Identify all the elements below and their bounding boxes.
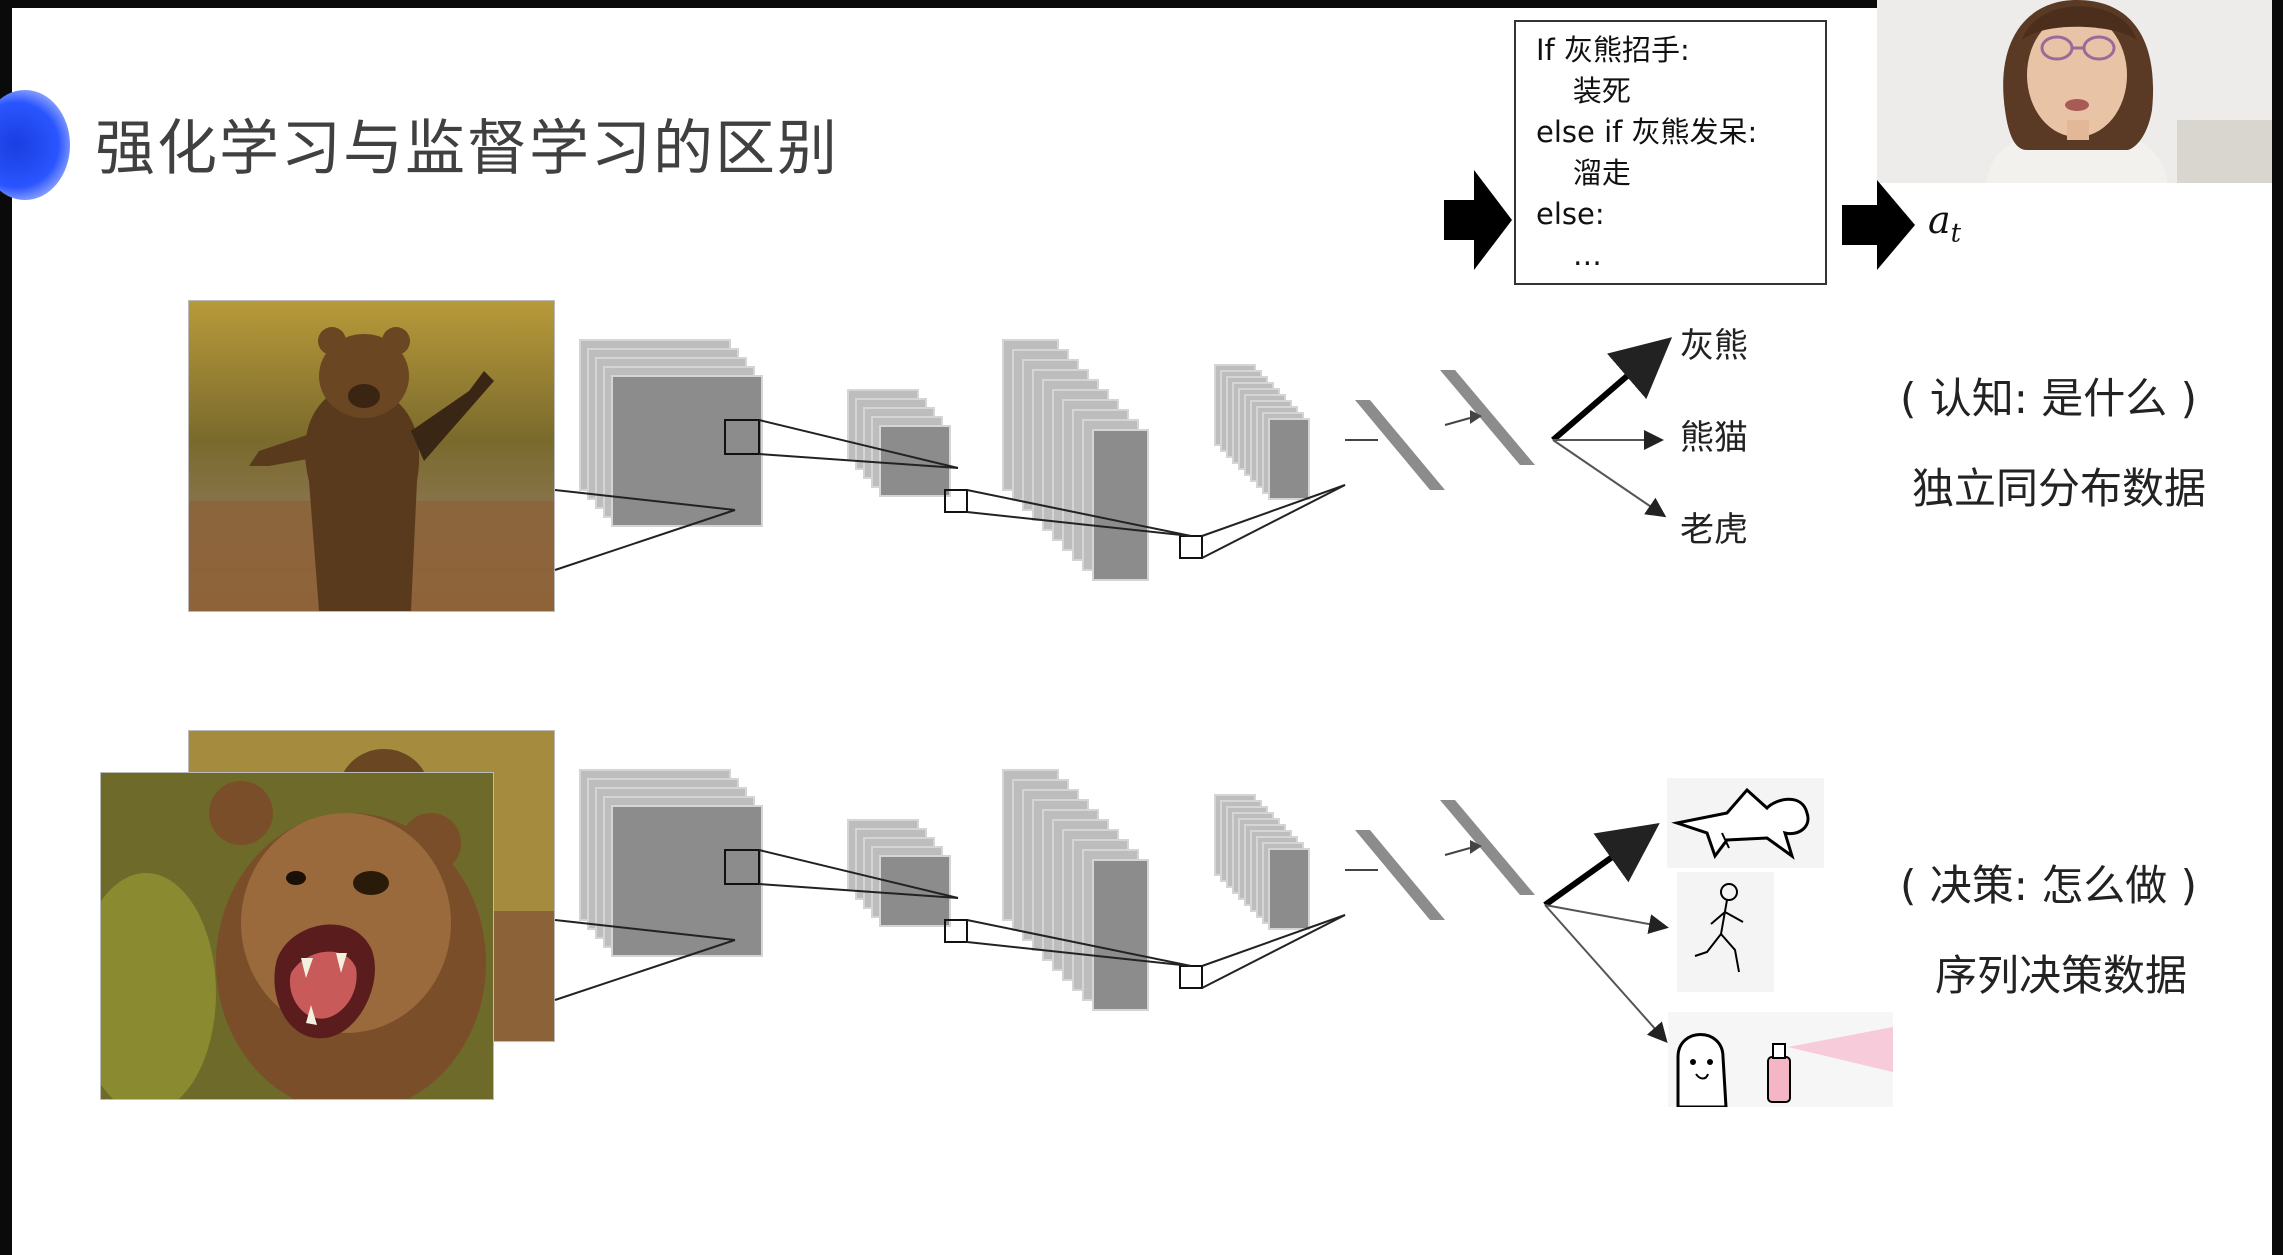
action-symbol: at <box>1928 198 1962 249</box>
run-away-icon <box>1677 872 1774 992</box>
connection-line <box>758 453 959 469</box>
presenter-avatar-icon <box>1877 0 2272 183</box>
connection-line <box>966 919 1192 967</box>
receptive-field-box <box>944 489 968 513</box>
sequential-data-label: 序列决策数据 <box>1935 951 2188 1000</box>
receptive-field-box <box>724 849 760 885</box>
receptive-field-box <box>724 419 760 455</box>
receptive-field-box <box>1179 965 1203 989</box>
grizzly-roaring-photo <box>100 772 494 1100</box>
output-arrows-top <box>1551 337 1673 518</box>
slide-title: 强化学习与监督学习的区别 <box>95 114 839 184</box>
code-line: If 灰熊招手: <box>1536 33 1690 67</box>
cognition-label: ( 认知: 是什么 ) <box>1900 374 2197 423</box>
class-label-panda: 熊猫 <box>1680 418 1748 458</box>
connection-line <box>1201 914 1346 989</box>
connection-line <box>966 489 1192 537</box>
iid-data-label: 独立同分布数据 <box>1912 464 2207 513</box>
connection-line <box>1201 484 1346 559</box>
conv-layer-4 <box>1268 418 1310 500</box>
grizzly-waving-photo <box>188 300 555 612</box>
code-line: else if 灰熊发呆: <box>1536 115 1758 149</box>
conv-layer-1 <box>611 375 763 527</box>
conv-layer-2 <box>879 425 951 497</box>
policy-code-box: If 灰熊招手: 装死 else if 灰熊发呆: 溜走 else: … <box>1514 20 1827 285</box>
connection-line <box>1201 914 1346 967</box>
fc-layer-2 <box>1440 800 1535 895</box>
connection-line <box>758 419 959 469</box>
output-arrow-icon <box>1842 180 1915 270</box>
fc-layer-1 <box>1355 400 1445 490</box>
fc-arrow <box>1444 417 1471 426</box>
play-dead-icon <box>1667 778 1824 868</box>
fc-arrowhead <box>1470 410 1482 424</box>
connection-line <box>554 509 736 571</box>
connection-line <box>758 849 959 899</box>
code-line: 溜走 <box>1536 156 1631 190</box>
conv-layer-3 <box>1092 429 1149 581</box>
code-line: 装死 <box>1536 74 1631 108</box>
spray-icon <box>1668 1012 1893 1107</box>
top-frame-bar <box>0 0 2283 8</box>
fc-layer-1 <box>1355 830 1445 920</box>
class-label-grizzly: 灰熊 <box>1680 326 1748 366</box>
title-bullet-icon <box>0 90 70 200</box>
cnn-diagram-bottom <box>554 769 1535 1011</box>
connection-line <box>554 919 736 941</box>
conv-layer-3 <box>1092 859 1149 1011</box>
connection-line <box>758 883 959 899</box>
connection-line <box>554 939 736 1001</box>
connection-line <box>966 511 1192 537</box>
decision-label: ( 决策: 怎么做 ) <box>1900 861 2197 910</box>
conv-layer-2 <box>879 855 951 927</box>
conv-layer-1 <box>611 805 763 957</box>
class-label-tiger: 老虎 <box>1680 510 1748 550</box>
fc-layer-2 <box>1440 370 1535 465</box>
code-line: … <box>1536 238 1602 272</box>
cnn-diagram-top <box>554 339 1535 581</box>
presenter-webcam <box>1877 0 2272 183</box>
input-arrow-icon <box>1444 170 1512 270</box>
fc-arrow <box>1444 847 1471 856</box>
right-frame-bar <box>2272 0 2283 1255</box>
connection-line <box>1201 484 1346 537</box>
connection-line <box>966 941 1192 967</box>
conv-layer-4 <box>1268 848 1310 930</box>
receptive-field-box <box>944 919 968 943</box>
connection-line <box>554 489 736 511</box>
left-frame-bar <box>0 0 12 1255</box>
output-arrows-bottom <box>1543 823 1669 1043</box>
fc-arrowhead <box>1470 840 1482 854</box>
code-line: else: <box>1536 197 1605 231</box>
receptive-field-box <box>1179 535 1203 559</box>
